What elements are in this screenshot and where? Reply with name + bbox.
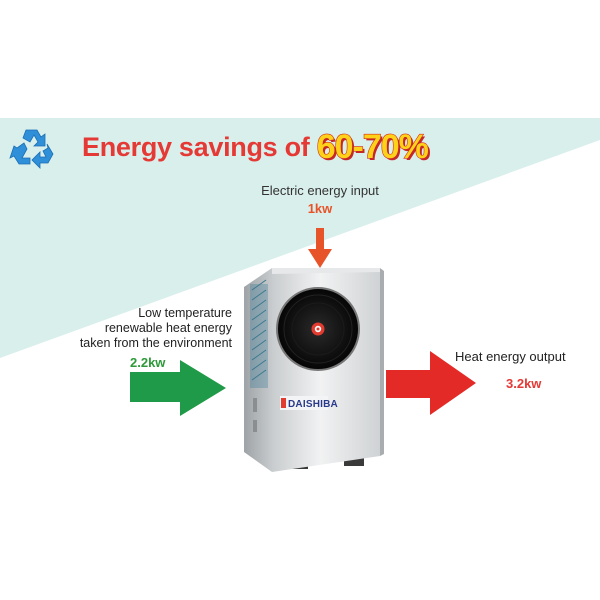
- environment-label-line: taken from the environment: [79, 336, 232, 350]
- environment-input-arrow: [130, 360, 226, 416]
- electric-input-arrow: [308, 228, 332, 268]
- savings-percentage: 60-70%: [316, 127, 429, 166]
- environment-input-label: Low temperature renewable heat energy ta…: [60, 306, 232, 351]
- electric-input-label: Electric energy input: [261, 183, 379, 198]
- heat-output-label: Heat energy output: [455, 349, 566, 364]
- heat-output-arrow: [386, 351, 476, 415]
- brand-logo: DAISHIBA: [288, 399, 338, 410]
- environment-label-line: Low temperature: [138, 306, 232, 320]
- headline: Energy savings of 60-70%: [82, 127, 429, 167]
- heat-pump-unit: [244, 268, 384, 472]
- electric-input-value: 1kw: [307, 201, 333, 216]
- environment-input-value: 2.2kw: [130, 355, 166, 370]
- headline-text: Energy savings of: [82, 132, 317, 162]
- recycle-icon: [9, 129, 54, 169]
- environment-label-line: renewable heat energy: [104, 321, 232, 335]
- teal-band: [0, 118, 600, 358]
- heat-output-value: 3.2kw: [506, 376, 542, 391]
